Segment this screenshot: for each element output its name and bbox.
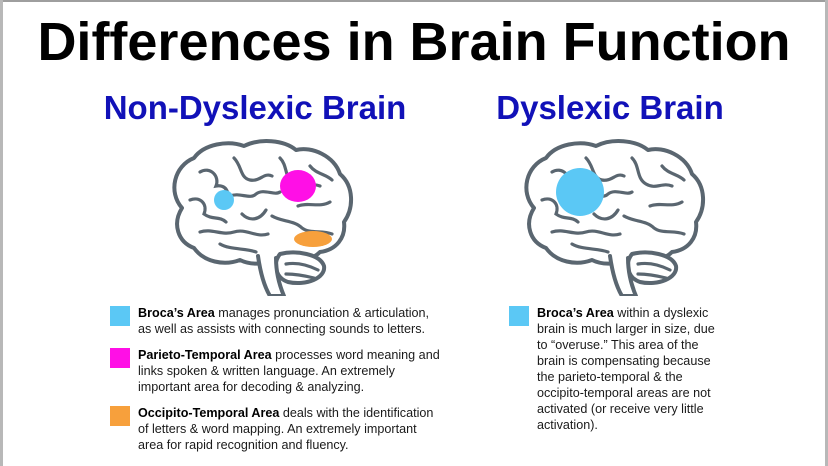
legend-item-parieto-temporal: Parieto-Temporal Area processes word mea… (110, 347, 440, 395)
top-border (0, 0, 828, 2)
brain-icon (172, 139, 353, 298)
occipito-temporal-marker (294, 231, 332, 247)
enlarged-brocas-area-marker (556, 168, 604, 216)
legend-description: within a dyslexic brain is much larger i… (537, 306, 715, 432)
brocas-area-marker (214, 190, 234, 210)
color-swatch-brocas (110, 306, 130, 326)
legend-term: Broca’s Area (138, 306, 215, 320)
dyslexic-brain-illustration (512, 136, 712, 298)
slide-title: Differences in Brain Function (37, 12, 791, 72)
legend-description: manages pronunciation & articulation, as… (138, 306, 430, 336)
left-border (0, 0, 3, 466)
non-dyslexic-brain-illustration (160, 136, 360, 298)
dyslexic-heading: Dyslexic Brain (496, 89, 724, 126)
color-swatch-brocas (509, 306, 529, 326)
legend-text: Occipito-Temporal Area deals with the id… (138, 405, 440, 453)
color-swatch-occipito-temporal (110, 406, 130, 426)
brain-icon (524, 139, 705, 298)
legend-item-dyslexic-brocas-area: Broca’s Area within a dyslexic brain is … (509, 305, 727, 433)
legend-term: Parieto-Temporal Area (138, 348, 272, 362)
legend-item-occipito-temporal: Occipito-Temporal Area deals with the id… (110, 405, 440, 453)
legend-term: Occipito-Temporal Area (138, 406, 280, 420)
legend-term: Broca’s Area (537, 306, 614, 320)
parieto-temporal-marker (280, 170, 316, 202)
right-border (825, 0, 828, 466)
legend-text: Broca’s Area within a dyslexic brain is … (537, 305, 727, 433)
non-dyslexic-heading: Non-Dyslexic Brain (103, 89, 407, 126)
legend-text: Broca’s Area manages pronunciation & art… (138, 305, 440, 337)
color-swatch-parieto-temporal (110, 348, 130, 368)
legend-item-brocas-area: Broca’s Area manages pronunciation & art… (110, 305, 440, 337)
legend-description: processes word meaning and links spoken … (138, 348, 440, 394)
legend-description: deals with the identification of letters… (138, 406, 434, 452)
legend-text: Parieto-Temporal Area processes word mea… (138, 347, 440, 395)
